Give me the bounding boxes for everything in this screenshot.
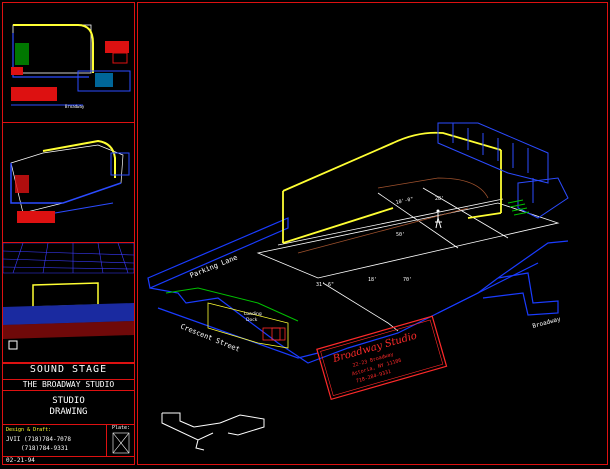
isometric-plan-svg: Loading Dock 10'-0" 28' 50' 31'-6" 18' 7… <box>147 122 569 451</box>
dim-28ft: 28' <box>435 196 444 202</box>
left-panel: Broadway <box>2 2 135 465</box>
stair <box>165 199 530 322</box>
thumbnail-plan-view[interactable]: Broadway <box>3 3 134 123</box>
thumbnail-perspective-svg <box>3 243 134 350</box>
drawing-title-block: STUDIO DRAWING <box>3 390 134 424</box>
loading-label-2: Dock <box>246 317 258 323</box>
plate-x-icon <box>112 432 130 454</box>
drawing-title-line-1: STUDIO <box>52 396 85 406</box>
studio-logo-plate: Broadway Studio 22-23 Broadway Astoria, … <box>316 315 448 401</box>
loading-label-1: Loading <box>244 311 262 317</box>
plate-label: Plate: <box>111 425 131 431</box>
loading-dock-room <box>207 302 289 349</box>
equipment-bays <box>437 122 569 219</box>
phone-line-2: (718)784-9331 <box>21 445 68 452</box>
thumbnail-isometric-svg <box>10 139 130 223</box>
svg-text:Broadway: Broadway <box>65 104 85 109</box>
drawing-date: 02-21-94 <box>3 456 134 465</box>
dim-18ft: 18' <box>368 277 377 283</box>
phone-line-1: JVII (718)784-7078 <box>6 436 72 443</box>
dim-70ft: 70' <box>403 277 412 283</box>
ucs-axis-icon <box>161 412 265 451</box>
thumbnail-plan-svg: Broadway <box>11 24 131 109</box>
main-drawing-viewport[interactable]: Loading Dock 10'-0" 28' 50' 31'-6" 18' 7… <box>137 2 608 465</box>
stage-floor <box>256 187 560 332</box>
studio-name: THE BROADWAY STUDIO <box>3 379 134 390</box>
drawing-title-line-2: DRAWING <box>49 407 88 417</box>
person-head <box>436 209 440 213</box>
project-title: SOUND STAGE <box>3 363 134 379</box>
dim-31ft: 31'-6" <box>316 282 334 288</box>
design-credit-block: Design & Draft: JVII (718)784-7078 (718)… <box>3 424 134 456</box>
dimension-lines <box>297 177 489 254</box>
dim-50ft: 50' <box>396 232 405 238</box>
person-figure <box>435 213 442 229</box>
street-label-broadway: Broadway <box>532 316 562 330</box>
thumbnail-perspective-view[interactable] <box>3 243 134 363</box>
plate-box: Plate: <box>106 425 135 456</box>
thumbnail-isometric-view[interactable] <box>3 123 134 243</box>
cube-icon <box>8 340 18 350</box>
dim-10ft: 10'-0" <box>395 196 414 206</box>
design-label: Design & Draft: <box>6 427 52 433</box>
site-outline <box>147 217 569 364</box>
stage-walls <box>282 131 502 244</box>
